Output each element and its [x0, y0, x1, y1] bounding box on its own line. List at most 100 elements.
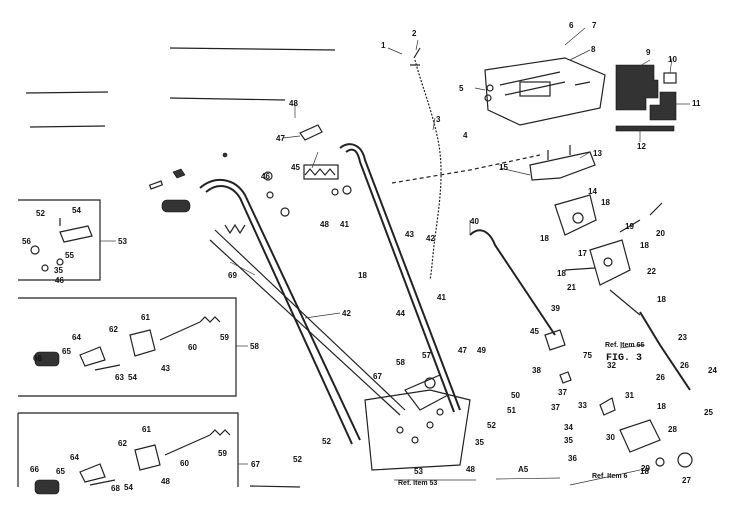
label-19: 19: [625, 222, 634, 231]
inset-top-parts: [30, 218, 93, 272]
label-36: 36: [568, 454, 577, 463]
label-29: 29: [641, 464, 650, 473]
label-53-inset: 53: [118, 237, 127, 246]
label-26: 26: [680, 361, 689, 370]
label-38: 38: [532, 366, 541, 375]
label-18h: 18: [640, 467, 649, 476]
label-51: 51: [507, 406, 516, 415]
label-62: 62: [109, 325, 118, 334]
leader-lines: [229, 27, 690, 349]
label-14: 14: [588, 187, 597, 196]
label-48: 48: [289, 99, 298, 108]
header-rules: [25, 47, 336, 488]
label-2: 2: [412, 29, 417, 38]
label-52d: 52: [322, 437, 331, 446]
label-56: 56: [22, 237, 31, 246]
page-code-underline: [495, 477, 561, 480]
label-44: 44: [396, 309, 405, 318]
label-60: 60: [188, 343, 197, 352]
label-3: 3: [436, 115, 441, 124]
label-33: 33: [578, 401, 587, 410]
label-48d: 48: [161, 477, 170, 486]
label-65b: 65: [56, 467, 65, 476]
bracket-13: [529, 145, 596, 181]
cable-end-fitting: [410, 47, 421, 66]
lower-mounting-plate: [364, 374, 471, 471]
page-code: A5: [518, 465, 529, 474]
label-52b: 52: [293, 455, 302, 464]
label-46b: 46: [55, 276, 64, 285]
label-45b: 45: [530, 327, 539, 336]
label-35: 35: [564, 436, 573, 445]
label-58-inset: 58: [250, 342, 259, 351]
label-54b: 54: [128, 373, 137, 382]
label-18d: 18: [557, 269, 566, 278]
label-7: 7: [592, 21, 597, 30]
label-1: 1: [381, 41, 386, 50]
label-59b: 59: [218, 449, 227, 458]
label-26b: 26: [656, 373, 665, 382]
label-41: 41: [437, 293, 446, 302]
handle-tube-right: [339, 143, 461, 413]
label-54c: 54: [124, 483, 133, 492]
grip-left: [161, 199, 246, 235]
label-13: 13: [593, 149, 602, 158]
label-54: 54: [72, 206, 81, 215]
label-18: 18: [601, 198, 610, 207]
label-17: 17: [578, 249, 587, 258]
label-21: 21: [567, 283, 576, 292]
label-53: 53: [414, 467, 423, 476]
label-64: 64: [72, 333, 81, 342]
label-64b: 64: [70, 453, 79, 462]
label-49: 49: [477, 346, 486, 355]
inset-box-bottom: [17, 412, 248, 487]
lower-right-parts: [559, 371, 693, 468]
figure-label: FIG. 3: [606, 353, 642, 364]
label-42b: 42: [426, 234, 435, 243]
label-65: 65: [62, 347, 71, 356]
label-48c: 48: [466, 465, 475, 474]
label-66: 66: [33, 354, 42, 363]
label-20: 20: [656, 229, 665, 238]
label-30: 30: [606, 433, 615, 442]
label-18c: 18: [640, 241, 649, 250]
label-47: 47: [276, 134, 285, 143]
shift-linkage-rod: [469, 229, 566, 351]
label-55: 55: [65, 251, 74, 260]
label-9: 9: [646, 48, 651, 57]
part-number-labels: 1 2 3 4 5 6 7 8 9 10 11 12 13 14 15 17 1…: [22, 21, 717, 493]
label-43b: 43: [161, 364, 170, 373]
label-52c: 52: [36, 209, 45, 218]
inset-box-middle: [18, 297, 248, 397]
label-59: 59: [220, 333, 229, 342]
label-60b: 60: [180, 459, 189, 468]
label-34: 34: [564, 423, 573, 432]
label-39: 39: [551, 304, 560, 313]
ref-6-arrow: [569, 469, 641, 486]
label-18b: 18: [540, 234, 549, 243]
inset-middle-parts: [34, 316, 221, 371]
label-63: 63: [115, 373, 124, 382]
label-35c: 35: [54, 266, 63, 275]
label-46: 46: [261, 172, 270, 181]
label-47b: 47: [458, 346, 467, 355]
label-67: 67: [373, 372, 382, 381]
inset-bottom-parts: [34, 429, 231, 495]
label-69: 69: [228, 271, 237, 280]
label-4: 4: [463, 131, 468, 140]
label-43: 43: [405, 230, 414, 239]
label-8: 8: [591, 45, 596, 54]
label-31: 31: [625, 391, 634, 400]
spring-45: [303, 164, 339, 180]
label-6: 6: [569, 21, 574, 30]
label-68: 68: [111, 484, 120, 493]
label-23: 23: [678, 333, 687, 342]
label-50: 50: [511, 391, 520, 400]
label-42: 42: [342, 309, 351, 318]
label-57: 57: [422, 351, 431, 360]
label-66b: 66: [30, 465, 39, 474]
ref-item-66-note: Ref. Item 66: [605, 342, 644, 349]
label-25: 25: [704, 408, 713, 417]
handle-tube-left: [199, 179, 361, 445]
linkage-assembly-right: [554, 194, 691, 391]
